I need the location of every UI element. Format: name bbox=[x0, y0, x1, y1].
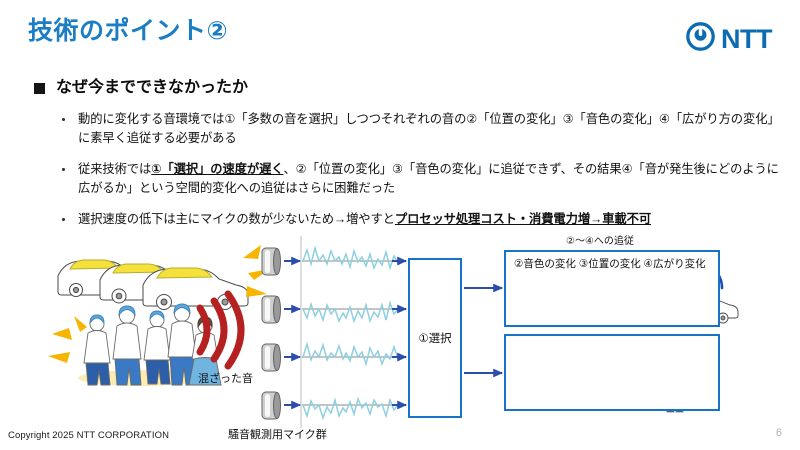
section-heading-label: なぜ今までできなかったか bbox=[56, 79, 249, 96]
bullet-text-3: 選択速度の低下は主にマイクの数が少ないため→増やすとプロセッサ処理コスト・消費電… bbox=[78, 210, 651, 229]
mixed-sound-label: 混ざった音 bbox=[198, 373, 253, 385]
output-top-label: ②音色の変化 ③位置の変化 ④広がり変化 bbox=[514, 258, 706, 270]
bullet-text-2: 従来技術では①「選択」の速度が遅く、②「位置の変化」③「音色の変化」に追従できず… bbox=[78, 160, 782, 198]
copyright-text: Copyright 2025 NTT CORPORATION bbox=[8, 430, 170, 441]
follow-label: ②～④への追従 bbox=[566, 236, 634, 247]
select-box-label: ①選択 bbox=[418, 333, 452, 345]
cylindrical-microphone-icon bbox=[261, 247, 281, 276]
select-box: ①選択 bbox=[408, 258, 462, 418]
output-box-bottom bbox=[504, 334, 720, 411]
waveform-group bbox=[302, 245, 400, 421]
bullet-item-1: 動的に変化する音環境では①「多数の音を選択」しつつそれぞれの音の②「位置の変化」… bbox=[62, 110, 782, 148]
output-box-top: ②音色の変化 ③位置の変化 ④広がり変化 bbox=[504, 250, 720, 327]
red-sound-waves-icon bbox=[196, 290, 245, 370]
square-bullet-icon bbox=[34, 83, 45, 94]
text-run: 、②「位置の変化」③「音色の変化」に追従できず、その結果④「音が発生後にどのよう… bbox=[78, 162, 779, 196]
text-run: 選択速度の低下は主にマイクの数が少ないため→増やすと bbox=[78, 212, 395, 226]
text-run: プロセッサ処理コスト・消費電力増→車載不可 bbox=[394, 212, 652, 226]
cylindrical-microphone-icon bbox=[261, 391, 281, 420]
bullet-item-2: 従来技術では①「選択」の速度が遅く、②「位置の変化」③「音色の変化」に追従できず… bbox=[62, 160, 782, 198]
microphone-array bbox=[261, 247, 281, 420]
diagram-area: ①選択 ②音色の変化 ③位置の変化 ④広がり変化 混ざった音 騒音観測用マイク群… bbox=[0, 228, 800, 450]
ntt-logo: NTT bbox=[686, 22, 772, 56]
dot-bullet-icon bbox=[62, 118, 65, 121]
bullet-item-3: 選択速度の低下は主にマイクの数が少ないため→増やすとプロセッサ処理コスト・消費電… bbox=[62, 210, 782, 229]
ntt-circle-mark-icon bbox=[686, 22, 715, 56]
dot-bullet-icon bbox=[62, 218, 65, 221]
cylindrical-microphone-icon bbox=[261, 295, 281, 324]
ntt-wordmark: NTT bbox=[721, 23, 772, 54]
text-run: ①「選択」の速度が遅く bbox=[151, 162, 284, 176]
page-number: 6 bbox=[775, 427, 782, 439]
section-heading: なぜ今までできなかったか bbox=[34, 78, 248, 97]
text-run: 動的に変化する音環境では①「多数の音を選択」しつつそれぞれの音の②「位置の変化」… bbox=[78, 112, 780, 146]
select-to-output-arrows bbox=[464, 283, 504, 378]
mic-array-label: 騒音観測用マイク群 bbox=[228, 429, 327, 441]
page-title: 技術のポイント② bbox=[28, 17, 229, 45]
yellow-burst-icon bbox=[48, 316, 87, 363]
cylindrical-microphone-icon bbox=[261, 343, 281, 372]
text-run: 従来技術では bbox=[78, 162, 152, 176]
waveform-to-select-arrows bbox=[392, 256, 408, 410]
cars-illustration-left bbox=[57, 245, 270, 310]
crowd-illustration-left bbox=[48, 303, 222, 386]
mic-to-waveform-arrows bbox=[284, 256, 302, 410]
dot-bullet-icon bbox=[62, 168, 65, 171]
bullet-text-1: 動的に変化する音環境では①「多数の音を選択」しつつそれぞれの音の②「位置の変化」… bbox=[78, 110, 782, 148]
